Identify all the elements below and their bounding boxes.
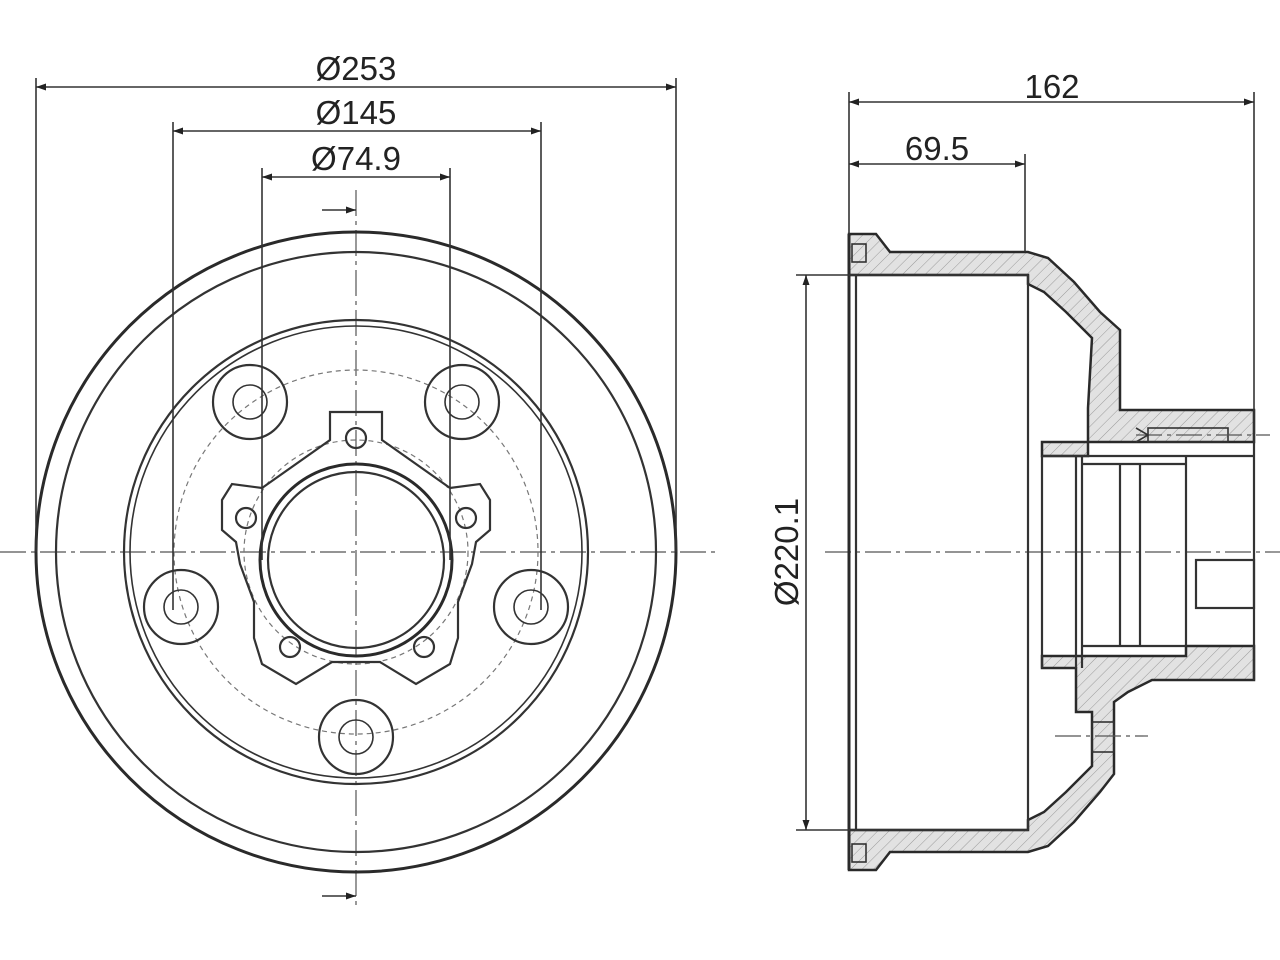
dimension-inner-diameter — [796, 274, 849, 831]
drum-rim-circle — [54, 250, 658, 854]
label-center-bore: Ø74.9 — [311, 140, 401, 177]
hub-bore — [1040, 410, 1256, 680]
front-view: Ø253 Ø145 Ø74.9 — [0, 50, 715, 910]
dimension-center-bore — [261, 168, 451, 560]
pitch-circle — [173, 369, 539, 735]
inner-pitch-circle — [243, 439, 469, 665]
side-section-view: 162 69.5 Ø220.1 — [768, 68, 1280, 872]
center-bore-inner — [266, 470, 446, 650]
label-flange-offset: 69.5 — [905, 130, 969, 167]
dimension-flange-offset — [849, 154, 1026, 252]
label-outer-diameter: Ø253 — [316, 50, 397, 87]
section-lower — [847, 644, 1256, 872]
wheel-stud-holes — [142, 363, 570, 776]
flange-notch-bottom — [851, 843, 867, 863]
label-pcd: Ø145 — [316, 94, 397, 131]
stud-hole-upper — [1135, 427, 1270, 443]
drum-step-circle — [129, 325, 583, 779]
stud-hole-lower — [1055, 721, 1148, 753]
flange-notch-top — [851, 243, 867, 263]
center-bore-outer — [258, 462, 454, 658]
label-total-height: 162 — [1024, 68, 1079, 105]
dimension-pcd — [172, 122, 542, 610]
section-upper — [847, 232, 1256, 458]
hub-flange-outline — [220, 410, 492, 686]
hub-small-holes — [234, 426, 478, 659]
label-inner-diameter: Ø220.1 — [768, 498, 805, 606]
drum-inner-circle — [122, 318, 590, 786]
dimension-outer-diameter — [35, 78, 677, 552]
